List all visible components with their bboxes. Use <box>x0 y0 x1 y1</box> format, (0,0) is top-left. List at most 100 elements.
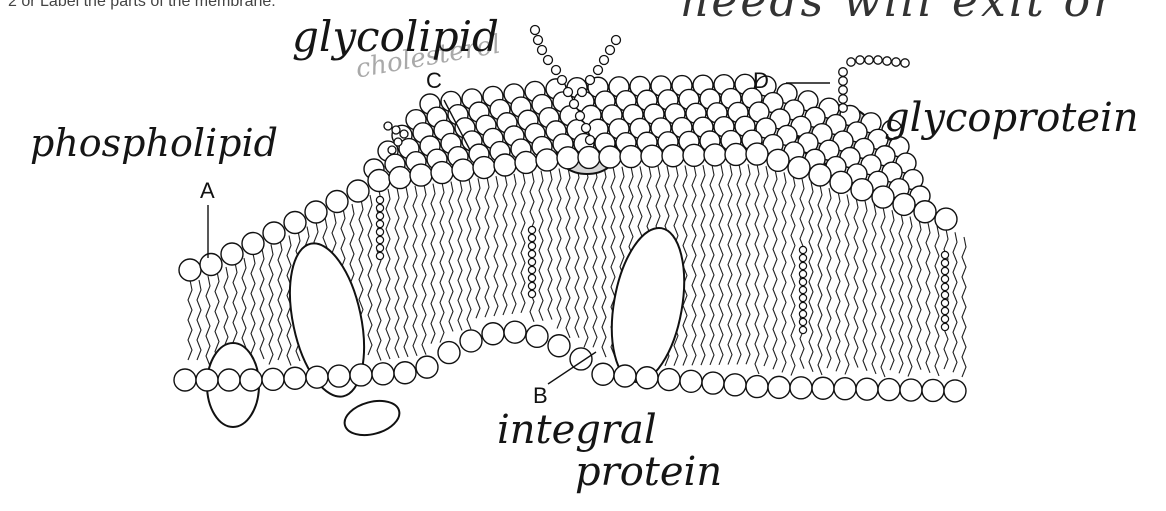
lipid-tail <box>206 276 210 366</box>
lipid-tail <box>440 183 444 343</box>
phospholipid-head <box>767 149 789 171</box>
carbohydrate-bead <box>576 112 585 121</box>
carbohydrate-bead <box>612 36 621 45</box>
lipid-tail <box>215 272 219 362</box>
cholesterol <box>528 266 535 273</box>
phospholipid-head-lower <box>900 379 922 401</box>
carbohydrate-bead <box>865 56 873 64</box>
phospholipid-head-lower <box>592 363 614 385</box>
cholesterol <box>799 302 806 309</box>
carbohydrate-bead <box>839 104 848 113</box>
carbohydrate-bead <box>883 57 891 65</box>
phospholipid-head-lower <box>218 369 240 391</box>
phospholipid-head <box>389 167 411 189</box>
lipid-tail <box>521 173 525 313</box>
lipid-tail <box>899 213 903 373</box>
phospholipid-head-lower <box>196 369 218 391</box>
phospholipid-head-lower <box>878 379 900 401</box>
cholesterol <box>528 250 535 257</box>
lipid-tail <box>494 176 498 316</box>
lipid-tail <box>413 186 417 356</box>
phospholipid-head <box>620 146 642 168</box>
carbohydrate-bead <box>582 124 591 133</box>
cholesterol <box>799 278 806 285</box>
lipid-tail <box>845 194 849 374</box>
carbohydrate-bead <box>847 58 855 66</box>
lipid-tail <box>512 174 516 314</box>
carbohydrate-bead <box>384 122 392 130</box>
phospholipid-head-lower <box>240 369 262 391</box>
phospholipid-head-lower <box>394 362 416 384</box>
lipid-tail <box>827 188 831 368</box>
phospholipid-head <box>515 151 537 173</box>
phospholipid-head <box>536 149 558 171</box>
worksheet-instruction: 2 or Label the parts of the membrane. <box>8 0 276 10</box>
lipid-tail <box>737 164 741 364</box>
cholesterol <box>528 282 535 289</box>
carbohydrate-bead <box>564 88 573 97</box>
lipid-tail <box>395 188 399 358</box>
carbohydrate-bead <box>586 76 595 85</box>
lipid-tail <box>584 167 588 347</box>
carbohydrate-bead <box>552 66 561 75</box>
answer-glycolipid: glycolipid <box>292 16 499 58</box>
phospholipid-head-lower <box>504 321 526 343</box>
answer-glycoprotein: glycoprotein <box>884 98 1139 138</box>
phospholipid-head-lower <box>944 380 966 402</box>
carbohydrate-bead <box>594 66 603 75</box>
phospholipid-head-lower <box>482 323 504 345</box>
lipid-tail <box>746 164 750 364</box>
lipid-tail <box>260 249 264 359</box>
cholesterol <box>941 291 948 298</box>
cholesterol <box>799 262 806 269</box>
lipid-tail <box>566 168 570 338</box>
lipid-tail <box>557 169 561 329</box>
phospholipid-head-lower <box>768 376 790 398</box>
cholesterol <box>941 267 948 274</box>
phospholipid-head-lower <box>614 365 636 387</box>
phospholipid-head <box>725 143 747 165</box>
phospholipid-head-lower <box>658 369 680 391</box>
phospholipid-head <box>641 145 663 167</box>
label-d: D <box>753 70 769 92</box>
cholesterol <box>376 212 383 219</box>
carbohydrate-bead <box>606 46 615 55</box>
phospholipid-head <box>809 164 831 186</box>
phospholipid-head <box>368 170 390 192</box>
phospholipid-head <box>326 191 348 213</box>
phospholipid-head <box>935 208 957 230</box>
carbohydrate-bead <box>544 56 553 65</box>
carbohydrate-bead <box>534 36 543 45</box>
phospholipid-head-lower <box>746 376 768 398</box>
lipid-tail <box>485 177 489 317</box>
cholesterol <box>528 258 535 265</box>
cholesterol <box>799 286 806 293</box>
phospholipid-head <box>179 259 201 281</box>
cholesterol <box>941 259 948 266</box>
carbohydrate-bead <box>570 100 579 109</box>
lipid-tail <box>809 182 813 372</box>
phospholipid-head-lower <box>922 379 944 401</box>
phospholipid-head <box>242 233 264 255</box>
integral-protein <box>601 222 695 387</box>
cholesterol <box>376 228 383 235</box>
phospholipid-head-lower <box>680 370 702 392</box>
carbohydrate-bead <box>892 58 900 66</box>
phospholipid-head <box>599 146 621 168</box>
phospholipid-head <box>746 143 768 165</box>
phospholipid-head-lower <box>856 378 878 400</box>
phospholipid-head <box>410 164 432 186</box>
phospholipid-head <box>557 147 579 169</box>
carbohydrate-bead <box>392 126 400 134</box>
carbohydrate-bead <box>839 68 848 77</box>
cholesterol <box>799 294 806 301</box>
phospholipid-head-lower <box>438 342 460 364</box>
cholesterol <box>528 274 535 281</box>
cholesterol <box>799 270 806 277</box>
cholesterol <box>376 196 383 203</box>
cholesterol <box>799 254 806 261</box>
lipid-tail <box>431 184 435 344</box>
cholesterol <box>376 236 383 243</box>
carbohydrate-bead <box>839 95 848 104</box>
label-a: A <box>200 180 215 202</box>
